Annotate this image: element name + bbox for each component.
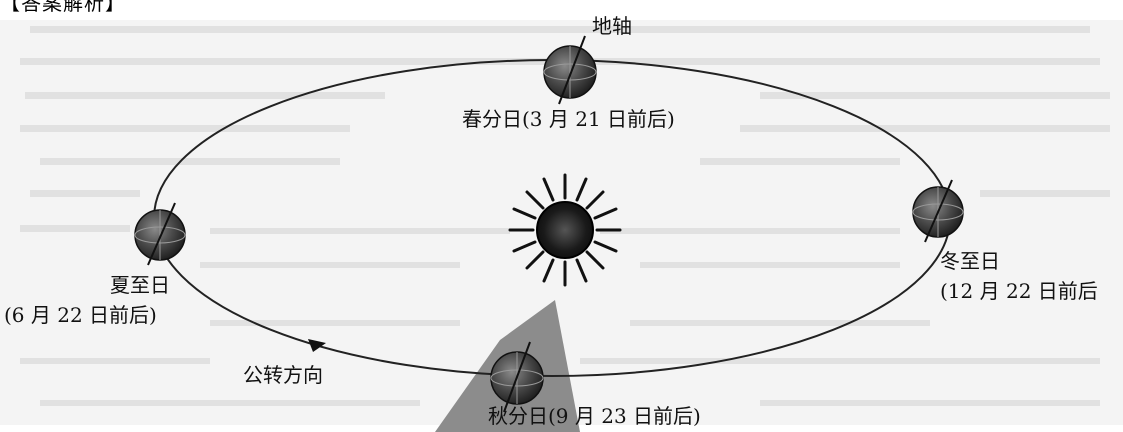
spring-equinox-name: 春分日 bbox=[462, 107, 522, 131]
earth-autumn-equinox bbox=[490, 341, 544, 413]
autumn-equinox-label: 秋分日(9 月 23 日前后) bbox=[488, 405, 701, 427]
revolution-direction-arrow bbox=[308, 339, 326, 352]
summer-solstice-name: 夏至日 bbox=[110, 273, 170, 297]
winter-solstice-name: 冬至日 bbox=[940, 249, 1000, 273]
winter-solstice-date: (12 月 22 日前后 bbox=[940, 279, 1098, 303]
earth-summer-solstice bbox=[134, 202, 186, 266]
sun bbox=[508, 173, 622, 287]
summer-solstice-date: (6 月 22 日前后) bbox=[4, 303, 157, 327]
revolution-direction-label: 公转方向 bbox=[243, 363, 323, 387]
autumn-equinox-name: 秋分日 bbox=[488, 404, 548, 428]
earth-axis-label: 地轴 bbox=[592, 14, 632, 38]
earth-winter-solstice bbox=[912, 179, 964, 243]
earth-spring-equinox bbox=[543, 35, 597, 105]
answer-analysis-header: 【答案解析】 bbox=[0, 0, 126, 15]
earth-axis bbox=[558, 35, 586, 105]
autumn-equinox-date: (9 月 23 日前后) bbox=[548, 404, 701, 428]
spring-equinox-label: 春分日(3 月 21 日前后) bbox=[462, 108, 675, 130]
spring-equinox-date: (3 月 21 日前后) bbox=[522, 107, 675, 131]
